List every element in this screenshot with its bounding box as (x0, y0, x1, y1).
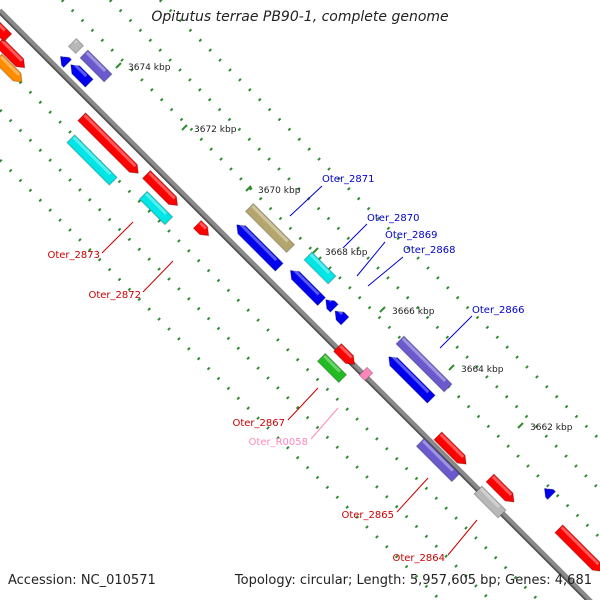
gene-label-oter_2868[interactable]: Oter_2868 (403, 245, 456, 256)
leader-line-oter_2865 (396, 477, 429, 513)
gene-features (0, 17, 600, 572)
leader-line-oter_2867 (287, 387, 319, 421)
leader-line-oter_2870 (342, 223, 368, 249)
gene-blue-2871 (236, 222, 284, 272)
gene-blue-2868a (325, 297, 339, 313)
gene-label-oter_2869[interactable]: Oter_2869 (385, 230, 438, 241)
gene-label-oter_r0058[interactable]: Oter_R0058 (249, 437, 308, 448)
tick-mark-1 (115, 62, 122, 69)
gene-purple-2865 (415, 437, 461, 483)
gene-label-oter_2870[interactable]: Oter_2870 (367, 213, 420, 224)
tick-label-5: 3666 kbp (392, 307, 435, 317)
gene-olive-2871 (244, 202, 296, 254)
gene-green-2867 (316, 352, 348, 384)
gene-blue-2868b (334, 308, 350, 326)
gene-red-top-left-2 (0, 17, 13, 43)
accession-text: Accession: NC_010571 (8, 573, 156, 588)
dotted-track-5 (108, 0, 600, 492)
gene-red-2867 (332, 342, 356, 366)
tick-label-4: 3668 kbp (325, 248, 368, 258)
gene-slate-top (79, 49, 113, 83)
gene-blue-2866 (388, 354, 436, 404)
gene-red-2872 (141, 169, 179, 207)
tick-mark-2 (181, 124, 188, 131)
tick-mark-6 (448, 364, 455, 371)
gene-cyan-2870 (303, 251, 337, 285)
gene-red-top-left-1 (0, 37, 26, 69)
gene-blue-right (543, 485, 557, 501)
gene-red-2864 (485, 473, 515, 503)
leader-line-oter_2871 (289, 185, 323, 217)
gene-label-oter_2866[interactable]: Oter_2866 (472, 305, 525, 316)
gene-pink-R0058 (358, 366, 374, 382)
map-title: Opitutus terrae PB90-1, complete genome (151, 9, 449, 25)
tick-label-1: 3674 kbp (128, 63, 171, 73)
gene-red-2865 (433, 431, 467, 465)
gene-blue-small-top (59, 53, 73, 69)
dotted-track-1 (0, 158, 442, 600)
gene-blue-top (70, 62, 94, 88)
tick-mark-5 (379, 306, 386, 313)
gene-labels: Oter_2871Oter_2870Oter_2869Oter_2868Oter… (47, 174, 524, 564)
gene-cyan-2872 (138, 190, 174, 226)
gene-label-oter_2864[interactable]: Oter_2864 (392, 553, 445, 564)
tick-label-2: 3672 kbp (194, 125, 237, 135)
leader-line-oter_2866 (439, 315, 473, 349)
gene-label-oter_2867[interactable]: Oter_2867 (232, 418, 285, 429)
tick-label-3: 3670 kbp (258, 186, 301, 196)
kbp-ticks: 3674 kbp 3672 kbp 3670 kbp 3668 kbp 3666 kbp… (115, 62, 573, 433)
leader-line-oter_2873 (101, 221, 134, 254)
tick-mark-4 (312, 247, 319, 254)
gene-blue-2869 (289, 267, 327, 307)
gene-purple-2866 (395, 335, 453, 393)
gene-cyan-2873 (66, 134, 118, 186)
gene-red-2873 (77, 112, 139, 174)
leader-line-oter_2869 (356, 241, 386, 277)
dotted-track-6 (158, 0, 600, 442)
leader-line-oter_2872 (142, 260, 174, 293)
gene-grey-top (67, 37, 85, 55)
gene-grey-2864 (473, 485, 507, 519)
tick-mark-3 (245, 185, 252, 192)
gene-orange-top-left (0, 53, 23, 83)
gene-label-oter_2873[interactable]: Oter_2873 (47, 250, 100, 261)
gene-red-small (192, 219, 210, 237)
tick-mark-7 (517, 422, 524, 429)
tick-label-6: 3664 kbp (461, 365, 504, 375)
genome-summary-text: Topology: circular; Length: 5,957,605 bp… (234, 573, 592, 588)
dotted-track-4 (60, 0, 600, 540)
leader-line-oter_2864 (447, 519, 478, 556)
leader-line-oter_2868 (367, 256, 404, 287)
leader-line-oter_r0058 (310, 407, 339, 440)
gene-label-oter_2872[interactable]: Oter_2872 (88, 290, 141, 301)
gene-red-bottom-right (554, 524, 600, 572)
gene-label-oter_2865[interactable]: Oter_2865 (341, 510, 394, 521)
gene-label-oter_2871[interactable]: Oter_2871 (322, 174, 375, 185)
tick-label-7: 3662 kbp (530, 423, 573, 433)
